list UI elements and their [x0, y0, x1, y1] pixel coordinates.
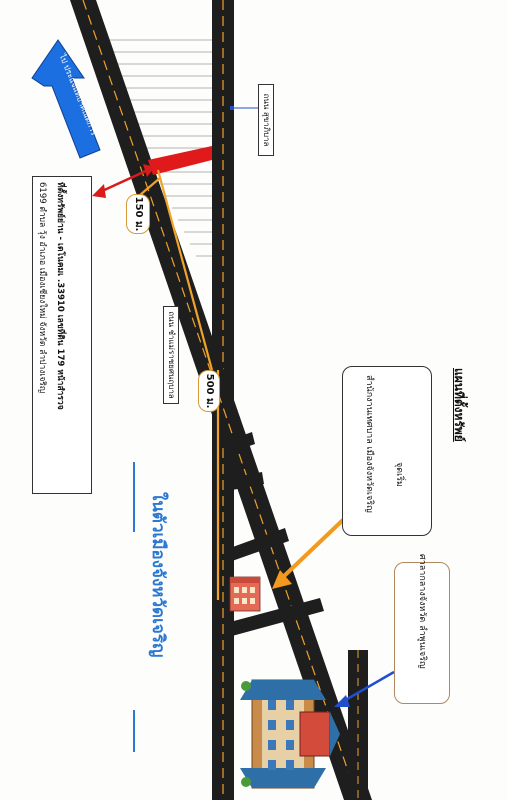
- right-road: [348, 650, 368, 800]
- landmark1-label-main: สำนักงานเทศบาล เมืองจังหวัดเจริญ: [364, 375, 374, 513]
- distance-track: [139, 169, 220, 600]
- bottom-caption: ในตัวเมืองจังหวัดเจริญ: [148, 492, 168, 658]
- landmark1-pointer-arrow: [272, 516, 347, 589]
- distance-500-label: 500 ม.: [198, 370, 220, 412]
- landmark1-label-top: จุดเริ่ม: [394, 462, 404, 487]
- main-road-dot: [230, 106, 234, 110]
- secondary-road-label: ถนน ชำแม่ราชยศนฤบาล: [163, 306, 179, 404]
- landmark1-box: จุดเริ่ม สำนักงานเทศบาล เมืองจังหวัดเจริ…: [342, 366, 432, 536]
- city-hall-building: [240, 679, 340, 789]
- landmark2-box: ศาลากลางจังหวัด ลำพูนเจริญ: [394, 554, 450, 704]
- main-road-label: ถนน สุขาภิบาล: [258, 84, 274, 156]
- property-pointer-arrow: [92, 164, 155, 198]
- property-info-line1: ที่ตั้งทรัพย์ย่าน - เดโนคมเ .33910 เลขที…: [55, 182, 65, 410]
- side-streets: [230, 432, 324, 636]
- distance-150-label: 150 ม.: [126, 194, 150, 234]
- landmark2-pointer-arrow: [334, 670, 395, 707]
- townhouse-building: [229, 576, 261, 612]
- caption-rule-top: [133, 462, 135, 532]
- property-info-box: ที่ตั้งทรัพย์ย่าน - เดโนคมเ .33910 เลขที…: [32, 176, 92, 494]
- property-highlight: [148, 146, 212, 175]
- property-info-line2: 6199 ตำบล วุ้ง อำเภอ เมืองเชียงใหม่ จังห…: [37, 182, 47, 394]
- caption-rule-bottom: [133, 710, 135, 752]
- map-title: แผนที่ตั้งหรัพย์: [452, 368, 466, 442]
- direction-arrow: [31, 39, 101, 159]
- landmark2-label: ศาลากลางจังหวัด ลำพูนเจริญ: [417, 554, 427, 669]
